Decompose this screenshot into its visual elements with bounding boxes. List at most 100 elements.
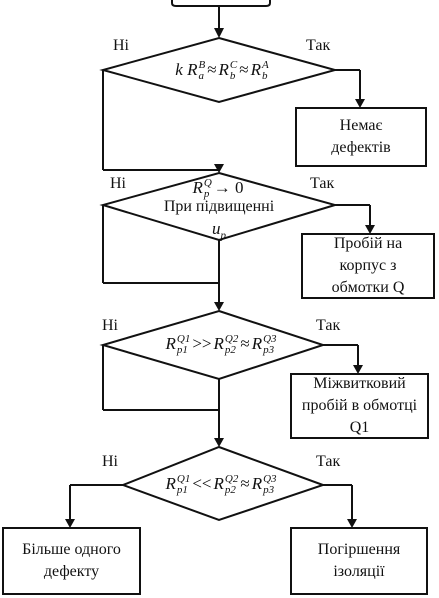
outcome-no-defects: Немає дефектів bbox=[296, 108, 426, 166]
line: пробій в обмотці bbox=[301, 397, 418, 414]
arrow-head bbox=[214, 28, 224, 38]
r-symbol: R bbox=[187, 60, 198, 79]
box-more-than-one bbox=[2, 527, 141, 595]
condition-2-text: При підвищенні bbox=[163, 198, 275, 215]
line: Більше одного bbox=[22, 541, 121, 558]
arrow-zero: → 0 bbox=[213, 178, 244, 197]
decision-1 bbox=[99, 36, 339, 104]
sub-index: 1 bbox=[182, 484, 188, 497]
sub: b bbox=[262, 70, 268, 83]
relation: >> bbox=[192, 334, 212, 353]
relation: ≈ bbox=[207, 60, 217, 79]
r-symbol: R bbox=[165, 474, 176, 493]
arrow-head bbox=[214, 438, 224, 447]
sub: p3 bbox=[263, 485, 276, 496]
sub: b bbox=[229, 70, 236, 83]
sub-index: 3 bbox=[268, 484, 275, 497]
outcome-insulation: Погіршення ізоляції bbox=[291, 528, 427, 594]
sup-index: 3 bbox=[271, 333, 277, 346]
decision-4 bbox=[120, 445, 327, 522]
arrow-head bbox=[214, 302, 224, 311]
start-terminal bbox=[171, 0, 271, 7]
sub: p1 bbox=[177, 345, 190, 356]
sub: p3 bbox=[263, 345, 276, 356]
box-no-defects bbox=[295, 107, 427, 167]
sub: a bbox=[198, 70, 204, 83]
sup-index: 2 bbox=[232, 473, 239, 486]
box-breakdown-case bbox=[301, 233, 435, 299]
r-symbol: R bbox=[218, 60, 229, 79]
sup: Q2 bbox=[225, 334, 238, 345]
sub-index: 2 bbox=[230, 484, 236, 497]
sup-letter: Q bbox=[224, 333, 233, 346]
sub-letter: p bbox=[176, 344, 183, 357]
sup: Q bbox=[203, 177, 212, 190]
label-no: Ні bbox=[113, 37, 129, 54]
sup-index: 3 bbox=[271, 473, 277, 486]
sub: p bbox=[220, 229, 227, 242]
relation: ≈ bbox=[239, 60, 249, 79]
sup-index: 2 bbox=[232, 333, 239, 346]
sub-letter: p bbox=[224, 484, 231, 497]
line: дефектів bbox=[331, 139, 391, 156]
sup: C bbox=[229, 59, 238, 72]
r-symbol: R bbox=[250, 60, 261, 79]
sub: p2 bbox=[225, 345, 238, 356]
line: корпус з bbox=[339, 257, 397, 274]
label-yes: Так bbox=[316, 453, 341, 470]
sub-index: 3 bbox=[268, 344, 275, 357]
r-symbol: R bbox=[213, 334, 224, 353]
relation: ≈ bbox=[240, 474, 250, 493]
sub-letter: p bbox=[263, 484, 269, 497]
sub: p bbox=[203, 188, 210, 201]
line: ізоляції bbox=[333, 563, 385, 580]
arrow-head bbox=[365, 225, 375, 234]
arrow-head bbox=[214, 164, 224, 173]
sup-letter: Q bbox=[263, 473, 272, 486]
r-symbol: R bbox=[165, 334, 176, 353]
sup: Q1 bbox=[177, 334, 190, 345]
sup-letter: Q bbox=[263, 333, 272, 346]
line: Погіршення bbox=[317, 541, 401, 558]
r-symbol: R bbox=[213, 474, 224, 493]
sup: Q2 bbox=[225, 474, 238, 485]
sub-index: 2 bbox=[230, 344, 236, 357]
relation: << bbox=[192, 474, 212, 493]
outcome-more-than-one: Більше одного дефекту bbox=[3, 528, 140, 594]
outcome-interturn: Міжвитковий пробій в обмотці Q1 bbox=[291, 374, 428, 438]
sup: Q1 bbox=[177, 474, 190, 485]
label-yes: Так bbox=[310, 175, 335, 192]
sub: p2 bbox=[225, 485, 238, 496]
sup: A bbox=[262, 59, 269, 72]
label-yes: Так bbox=[306, 37, 331, 54]
line: Пробій на bbox=[333, 235, 403, 252]
arrow-head bbox=[355, 99, 365, 108]
sub: p1 bbox=[177, 485, 190, 496]
sub-letter: p bbox=[176, 484, 183, 497]
line: обмотки Q bbox=[331, 279, 405, 296]
box-insulation bbox=[290, 527, 428, 595]
sub-letter: p bbox=[224, 344, 231, 357]
line: Немає bbox=[339, 117, 383, 134]
sup: Q3 bbox=[263, 334, 276, 345]
r-symbol: R bbox=[251, 474, 263, 493]
condition-2-voltage: up bbox=[199, 219, 239, 241]
sup-index: 1 bbox=[184, 473, 191, 486]
line: дефекту bbox=[43, 563, 100, 580]
sup: Q3 bbox=[263, 474, 276, 485]
box-interturn bbox=[290, 373, 429, 439]
label-yes: Так bbox=[316, 317, 341, 334]
sup-letter: Q bbox=[176, 473, 185, 486]
sup-index: 1 bbox=[184, 333, 191, 346]
sub-letter: p bbox=[263, 344, 269, 357]
coefficient-k: k bbox=[175, 60, 183, 79]
label-no: Ні bbox=[110, 175, 126, 192]
line: Міжвитковий bbox=[313, 375, 406, 392]
r-symbol: R bbox=[192, 178, 203, 197]
